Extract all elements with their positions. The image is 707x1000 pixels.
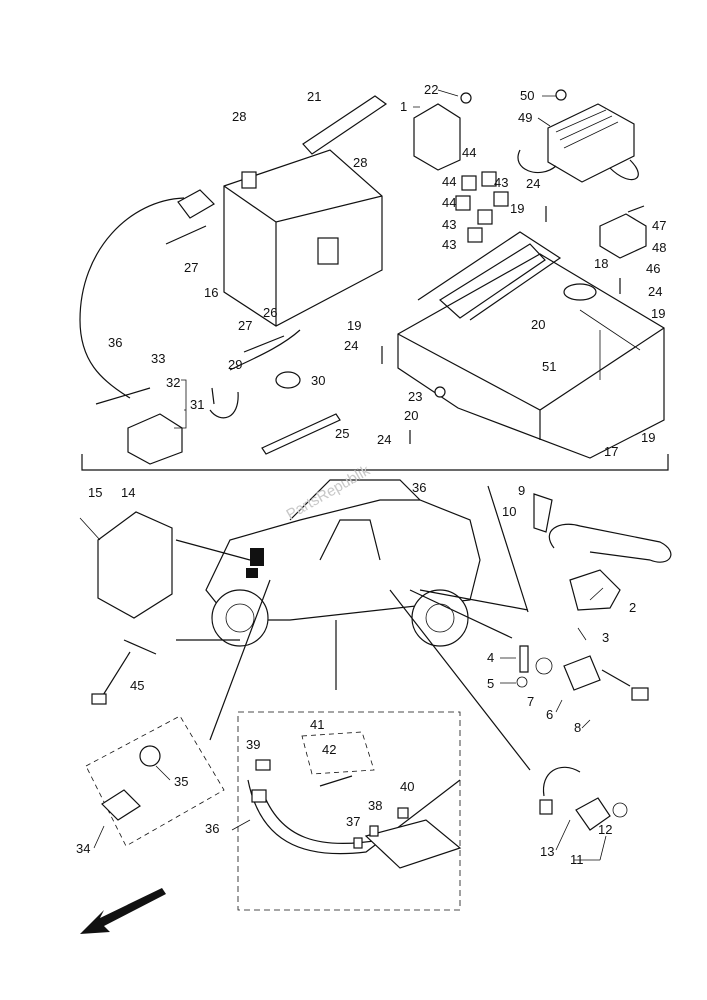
callout-15: 15: [88, 485, 102, 500]
callout-3: 3: [602, 630, 609, 645]
battery-box: [397, 231, 665, 459]
callout-20a: 20: [531, 317, 545, 332]
callout-4: 4: [487, 650, 494, 665]
fuse-box: [517, 103, 639, 183]
front-direction-arrow: [80, 888, 166, 934]
starter-relay: [79, 189, 215, 465]
callout-19c: 19: [651, 306, 665, 321]
callout-13: 13: [540, 844, 554, 859]
callout-16: 16: [204, 285, 218, 300]
callout-21: 21: [307, 89, 321, 104]
callout-24c: 24: [648, 284, 662, 299]
grommet: [563, 283, 597, 301]
callout-7: 7: [527, 694, 534, 709]
callout-42: 42: [322, 742, 336, 757]
sensor-connector: [91, 693, 107, 705]
callout-9: 9: [518, 483, 525, 498]
battery: [223, 149, 383, 327]
callout-17: 17: [604, 444, 618, 459]
callout-41: 41: [310, 717, 324, 732]
callout-50: 50: [520, 88, 534, 103]
callout-29: 29: [228, 357, 242, 372]
callout-labels: 1 2 3 4 5 6 7 8 9 10 11 12 13 14 15 16 1…: [76, 82, 666, 867]
pickup-sensor: [539, 766, 628, 831]
callout-26: 26: [263, 305, 277, 320]
callout-36b: 36: [412, 480, 426, 495]
callout-19b: 19: [347, 318, 361, 333]
callout-12: 12: [598, 822, 612, 837]
callout-27a: 27: [184, 260, 198, 275]
vehicle-illustration: [205, 479, 481, 647]
switch-group: [85, 715, 225, 847]
callout-11: 11: [570, 852, 584, 867]
callout-44a: 44: [462, 145, 476, 160]
callout-19a: 19: [510, 201, 524, 216]
callout-40: 40: [400, 779, 414, 794]
callout-24b: 24: [344, 338, 358, 353]
callout-46: 46: [646, 261, 660, 276]
callout-28a: 28: [232, 109, 246, 124]
callout-6: 6: [546, 707, 553, 722]
watermark-text: PartsRepublik: [284, 462, 374, 524]
callout-36a: 36: [108, 335, 122, 350]
callout-44c: 44: [442, 195, 456, 210]
callout-10: 10: [502, 504, 516, 519]
callout-35: 35: [174, 774, 188, 789]
callout-44b: 44: [442, 174, 456, 189]
callout-37: 37: [346, 814, 360, 829]
callout-43c: 43: [442, 237, 456, 252]
callout-2: 2: [629, 600, 636, 615]
callout-18: 18: [594, 256, 608, 271]
rectifier-regulator: [97, 511, 173, 619]
callout-43a: 43: [494, 175, 508, 190]
callout-51: 51: [542, 359, 556, 374]
callout-5: 5: [487, 676, 494, 691]
callout-24d: 24: [377, 432, 391, 447]
callout-leaders: [79, 89, 607, 861]
section-divider: [81, 454, 669, 471]
callout-48: 48: [652, 240, 666, 255]
cable-tie: [261, 413, 341, 455]
bolts: [165, 89, 645, 444]
callout-23: 23: [408, 389, 422, 404]
callout-43b: 43: [442, 217, 456, 232]
callout-49: 49: [518, 110, 532, 125]
ignition-coil: [533, 493, 672, 611]
callout-24a: 24: [526, 176, 540, 191]
callout-36c: 36: [205, 821, 219, 836]
spark-plug-parts: [516, 645, 649, 701]
battery-band: [302, 95, 388, 155]
callout-14: 14: [121, 485, 135, 500]
callout-20b: 20: [404, 408, 418, 423]
callout-31: 31: [190, 397, 204, 412]
callout-27b: 27: [238, 318, 252, 333]
wire-harness-group: [237, 711, 462, 911]
callout-47: 47: [652, 218, 666, 233]
cable-clamp: [275, 371, 301, 389]
callout-39: 39: [246, 737, 260, 752]
relay-46: [599, 213, 647, 259]
callout-32: 32: [166, 375, 180, 390]
relay-cluster: [439, 171, 546, 319]
control-unit: [413, 103, 461, 171]
callout-34: 34: [76, 841, 90, 856]
callout-1: 1: [400, 99, 407, 114]
callout-45: 45: [130, 678, 144, 693]
callout-22: 22: [424, 82, 438, 97]
callout-38: 38: [368, 798, 382, 813]
callout-30: 30: [311, 373, 325, 388]
callout-19d: 19: [641, 430, 655, 445]
leader-lines: [175, 485, 531, 771]
callout-25: 25: [335, 426, 349, 441]
battery-cables: [209, 329, 301, 419]
callout-33: 33: [151, 351, 165, 366]
sensor-45: [99, 639, 157, 701]
callout-28b: 28: [353, 155, 367, 170]
callout-8: 8: [574, 720, 581, 735]
